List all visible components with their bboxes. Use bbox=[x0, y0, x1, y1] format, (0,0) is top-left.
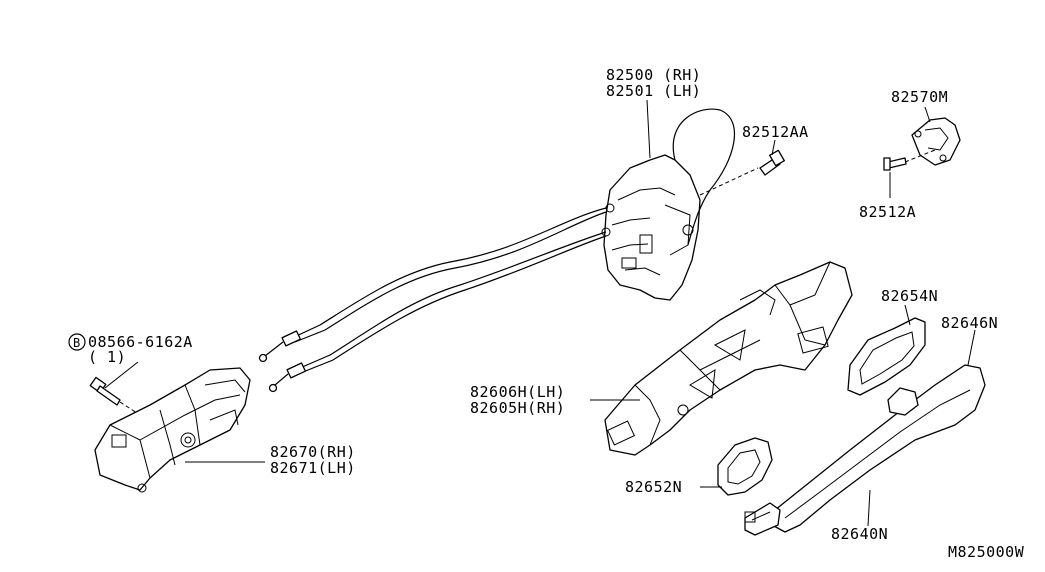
part-labels: 82500 (RH) 82501 (LH) 82512AA 82570M 825… bbox=[68, 66, 1025, 561]
label-diagram-code: M825000W bbox=[948, 543, 1025, 561]
handle-bracket bbox=[94, 367, 251, 493]
label-bolt-qty: ( 1) bbox=[88, 348, 126, 366]
label-lock-lh: 82501 (LH) bbox=[606, 82, 701, 100]
label-screw-82512aa: 82512AA bbox=[742, 123, 809, 141]
leader-lines bbox=[104, 99, 976, 527]
label-grip: 82646N bbox=[941, 314, 998, 332]
outside-handle bbox=[744, 364, 986, 536]
label-screw-82512a: 82512A bbox=[859, 203, 916, 221]
label-gasket-rear: 82652N bbox=[625, 478, 682, 496]
label-striker: 82570M bbox=[891, 88, 948, 106]
label-gasket-front: 82654N bbox=[881, 287, 938, 305]
label-frame-rh: 82605H(RH) bbox=[470, 399, 565, 417]
lock-cables bbox=[258, 207, 607, 393]
label-lock-rh: 82500 (RH) bbox=[606, 66, 701, 84]
door-striker bbox=[883, 117, 961, 171]
svg-text:B: B bbox=[73, 336, 81, 350]
gasket-rear bbox=[717, 437, 773, 496]
label-bolt-code: 08566-6162A bbox=[88, 333, 193, 351]
label-bracket-lh: 82671(LH) bbox=[270, 459, 356, 477]
screw-82512aa bbox=[699, 149, 785, 196]
gasket-front bbox=[847, 317, 926, 396]
label-outside-handle: 82640N bbox=[831, 525, 888, 543]
bolt-circle-icon: B bbox=[68, 333, 86, 351]
label-frame-lh: 82606H(LH) bbox=[470, 383, 565, 401]
label-bracket-rh: 82670(RH) bbox=[270, 443, 356, 461]
door-lock-actuator bbox=[601, 108, 735, 301]
handle-frame bbox=[604, 261, 853, 456]
